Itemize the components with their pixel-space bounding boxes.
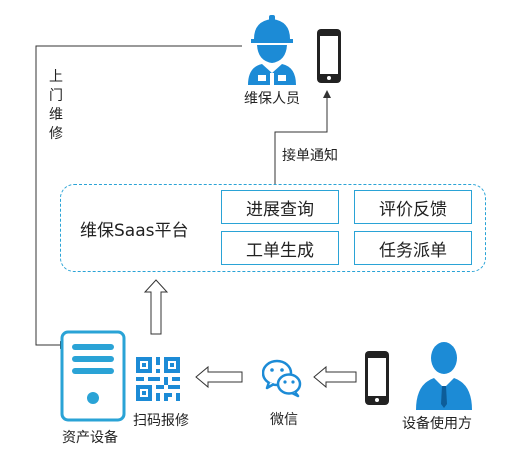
phone-top [316, 28, 342, 84]
smartphone-icon [317, 29, 341, 83]
onsite-label: 上门维修 [49, 69, 63, 142]
maintainer-node [244, 13, 300, 85]
qr-label: 扫码报修 [133, 413, 189, 429]
phone-to-wechat-arrow [313, 365, 357, 389]
user-label: 设备使用方 [402, 416, 472, 432]
asset-label: 资产设备 [62, 430, 118, 446]
phone-bottom [364, 350, 390, 406]
work-order-button[interactable]: 工单生成 [221, 231, 339, 265]
feedback-button[interactable]: 评价反馈 [354, 190, 472, 224]
platform-box [60, 184, 486, 272]
wechat-node [262, 358, 302, 398]
wechat-icon [262, 359, 302, 398]
asset-node [60, 330, 126, 422]
onsite-connector [35, 45, 242, 346]
maintainer-label: 维保人员 [244, 91, 300, 107]
smartphone-icon [365, 351, 389, 405]
wechat-to-qr-arrow [195, 365, 243, 389]
receive-label: 接单通知 [282, 148, 338, 164]
progress-query-button[interactable]: 进展查询 [221, 190, 339, 224]
wechat-label: 微信 [270, 412, 298, 428]
worker-icon [248, 15, 296, 85]
dispatch-button[interactable]: 任务派单 [354, 231, 472, 265]
qr-node [136, 357, 180, 401]
receive-arrowhead [323, 90, 331, 98]
server-icon [60, 330, 126, 422]
platform-title: 维保Saas平台 [80, 221, 189, 241]
upload-arrow [143, 279, 169, 335]
qr-code-icon [136, 357, 180, 401]
businessman-icon [416, 342, 472, 410]
receive-connector [274, 96, 328, 184]
user-node [414, 340, 474, 410]
